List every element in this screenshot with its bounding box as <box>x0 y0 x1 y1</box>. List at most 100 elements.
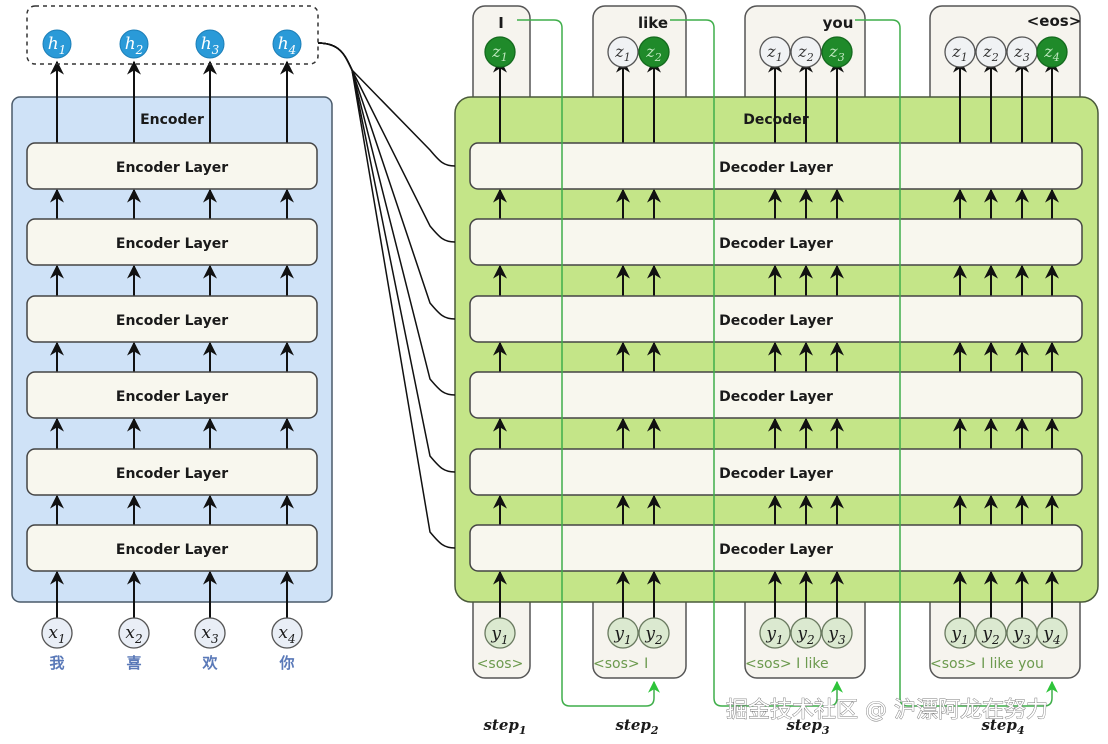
encoder-layer-label: Encoder Layer <box>116 236 228 252</box>
feedback-line-to-step-4 <box>855 19 1058 707</box>
cross-attention-line <box>317 42 456 167</box>
decoder-input-label: y2 <box>981 624 999 647</box>
step-3-input-node-y1 <box>759 617 791 649</box>
decoder-layer-label: Decoder Layer <box>719 466 833 482</box>
decoder-input-label: y3 <box>1012 624 1031 647</box>
step-3-input-tokens: <sos> I like <box>745 656 829 672</box>
encoder-output-node-h2 <box>119 29 149 59</box>
decoder-output-label: z1 <box>614 42 630 64</box>
encoder-output-node-h4 <box>272 29 302 59</box>
encoder-input-label: x3 <box>201 623 219 646</box>
decoder-input-label: y2 <box>796 624 814 647</box>
step-4-input-node-y2 <box>975 617 1007 649</box>
encoder-layer <box>26 371 318 419</box>
decoder-output-label: z4 <box>1043 42 1059 64</box>
encoder-input-node-x1 <box>41 617 73 649</box>
step-4-input-node-y4 <box>1036 617 1068 649</box>
encoder-layer-label: Encoder Layer <box>116 466 228 482</box>
feedback-line-to-step-3 <box>670 19 843 707</box>
autoregressive-feedback-lines <box>517 19 1058 707</box>
step-1-output-token: I <box>498 14 504 32</box>
decoder-output-label: z3 <box>828 42 844 64</box>
decoder-output-label: z3 <box>1013 42 1029 64</box>
step-2-label: step2 <box>615 716 658 737</box>
decoder-layer <box>469 448 1083 496</box>
encoder-output-label: h1 <box>48 34 67 57</box>
decoder-layer <box>469 142 1083 190</box>
encoder-layer-label: Encoder Layer <box>116 160 228 176</box>
source-word: 欢 <box>201 654 218 672</box>
step-2-output-token: like <box>638 14 668 32</box>
feedback-line-to-step-2 <box>517 19 660 707</box>
decoder-layer <box>469 295 1083 343</box>
decoder-layer-label: Decoder Layer <box>719 389 833 405</box>
encoder-output-label: h2 <box>125 34 144 57</box>
step-1-input-node-y1 <box>484 617 516 649</box>
encoder-layer <box>26 142 318 190</box>
step-4-output-token: <eos> <box>1027 12 1082 30</box>
step-4-label: step4 <box>981 716 1024 737</box>
step-4-input-tokens: <sos> I like you <box>930 656 1044 672</box>
source-word: 我 <box>49 654 64 672</box>
step-2-output-node-z1 <box>607 36 639 68</box>
source-word: 喜 <box>126 654 141 672</box>
decoder-output-label: z1 <box>766 42 782 64</box>
encoder-layer <box>26 448 318 496</box>
step-1-output-node-z1 <box>484 36 516 68</box>
decoder-input-label: y1 <box>765 624 783 647</box>
step-2-output-node-z2 <box>638 36 670 68</box>
step-3-output-node-z1 <box>759 36 791 68</box>
encoder-layer <box>26 524 318 572</box>
encoder-input-node-x2 <box>118 617 150 649</box>
decoder-output-label: z2 <box>797 42 813 64</box>
text-labels: I <sos> step1 like <sos> I step2 you <sos> I li… <box>477 12 1082 737</box>
step-4-output-node-z4 <box>1036 36 1068 68</box>
decoder-input-label: y1 <box>613 624 631 647</box>
step-1-input-tokens: <sos> <box>477 656 524 672</box>
encoder-output-node-h3 <box>195 29 225 59</box>
encoder-output-label: h3 <box>201 34 220 57</box>
step-1-label: step1 <box>483 716 526 737</box>
cross-attention-line <box>317 42 456 473</box>
decoder-layer <box>469 524 1083 572</box>
encoder-input-label: x4 <box>278 623 295 646</box>
step-3-output-token: you <box>823 14 854 32</box>
encoder-layer-label: Encoder Layer <box>116 542 228 558</box>
step-2-input-node-y1 <box>607 617 639 649</box>
decoder-output-label: z2 <box>645 42 661 64</box>
encoder-input-label: x2 <box>125 623 142 646</box>
decoder-output-label: z1 <box>951 42 967 64</box>
cross-attention-line <box>317 42 456 396</box>
encoder-layer-label: Encoder Layer <box>116 389 228 405</box>
encoder-output-group <box>26 5 319 65</box>
encoder-output-node-h1 <box>42 29 72 59</box>
step-3-output-node-z3 <box>821 36 853 68</box>
decoder-input-label: y1 <box>950 624 968 647</box>
encoder-layer-label: Encoder Layer <box>116 313 228 329</box>
decoder-layer-label: Decoder Layer <box>719 236 833 252</box>
step-2-input-node-y2 <box>638 617 670 649</box>
decoder-output-label: z1 <box>491 42 507 64</box>
encoder-input-node-x3 <box>194 617 226 649</box>
watermark: 掘金技术社区 @ 沪漂阿龙在努力 <box>726 698 1048 723</box>
encoder-output-label: h4 <box>278 34 297 57</box>
encoder-layer <box>26 295 318 343</box>
encoder-decoder-connections <box>26 5 456 549</box>
decoder-layer-label: Decoder Layer <box>719 160 833 176</box>
encoder-input-node-x4 <box>271 617 303 649</box>
decoder-input-label: y1 <box>490 624 508 647</box>
step-2-input-tokens: <sos> I <box>593 656 648 672</box>
step-3-input-node-y2 <box>790 617 822 649</box>
source-word: 你 <box>278 654 294 672</box>
step-3-output-node-z2 <box>790 36 822 68</box>
token-nodes: h1 h2 h3 h4 x1 我 x2 喜 x3 欢 x4 你 z1 y1 z1 z2 y1 y2 z1 z2 z3 y1… <box>41 29 1068 672</box>
decoder-layer <box>469 371 1083 419</box>
decoder-layer-label: Decoder Layer <box>719 313 833 329</box>
step-4-output-node-z1 <box>944 36 976 68</box>
encoder-input-label: x1 <box>48 623 65 646</box>
cross-attention-line <box>317 42 456 549</box>
encoder-layer <box>26 218 318 266</box>
step-4-output-node-z2 <box>975 36 1007 68</box>
